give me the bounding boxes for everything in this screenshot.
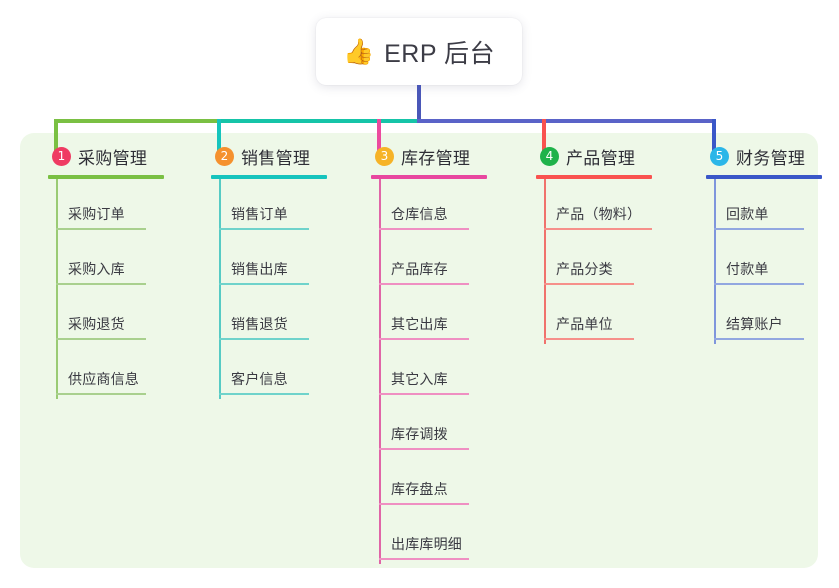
thumbs-up-icon: 👍: [342, 37, 375, 66]
leaf-item-underline: [544, 283, 634, 285]
column-spine-2: [219, 179, 221, 399]
column-badge-icon-4: 4: [540, 146, 559, 166]
leaf-item-underline: [379, 283, 469, 285]
column-spine-1: [56, 179, 58, 399]
connector-stub-column-2: [217, 119, 221, 160]
column-underline-3: [371, 175, 487, 179]
column-badge-icon-5: 5: [710, 146, 729, 166]
leaf-item-underline: [379, 503, 469, 505]
column-underline-5: [706, 175, 822, 179]
column-title-1: 采购管理: [78, 148, 148, 168]
leaf-item-label: 产品单位: [556, 316, 613, 332]
connector-bus-segment-teal: [217, 119, 423, 123]
leaf-item-underline: [544, 338, 634, 340]
leaf-item-underline: [714, 283, 804, 285]
leaf-item-underline: [379, 338, 469, 340]
column-title-4: 产品管理: [566, 148, 636, 168]
column-badge-icon-1: 1: [52, 146, 71, 166]
leaf-item-underline: [56, 393, 146, 395]
leaf-item-underline: [219, 338, 309, 340]
column-spine-4: [544, 179, 546, 344]
leaf-item-underline: [714, 338, 804, 340]
leaf-item-underline: [219, 228, 309, 230]
column-underline-4: [536, 175, 652, 179]
column-4: 4 产品管理产品（物料） 产品分类产品单位: [518, 143, 652, 344]
column-header-3[interactable]: 3 库存管理: [353, 143, 470, 169]
connector-stub-column-4: [542, 119, 546, 160]
leaf-item-label: 其它入库: [391, 371, 448, 387]
column-header-5[interactable]: 5 财务管理: [688, 143, 805, 169]
leaf-item-label: 产品库存: [391, 261, 448, 277]
column-header-1[interactable]: 1 采购管理: [30, 143, 147, 169]
leaf-item-label: 库存调拨: [391, 426, 448, 442]
leaf-item-underline: [544, 228, 652, 230]
column-header-2[interactable]: 2 销售管理: [193, 143, 310, 169]
leaf-item-underline: [379, 393, 469, 395]
leaf-item-label: 销售订单: [231, 206, 288, 222]
connector-bus-segment-indigo: [417, 119, 716, 123]
root-node-erp-backend[interactable]: 👍 ERP 后台: [316, 18, 522, 85]
diagram-panel: [20, 133, 818, 568]
column-header-4[interactable]: 4 产品管理: [518, 143, 635, 169]
leaf-item-underline: [56, 228, 146, 230]
leaf-item-label: 销售退货: [231, 316, 288, 332]
leaf-item-label: 结算账户: [726, 316, 783, 332]
leaf-item-label: 仓库信息: [391, 206, 448, 222]
leaf-item-underline: [219, 393, 309, 395]
column-badge-icon-3: 3: [375, 146, 394, 166]
leaf-item-underline: [56, 283, 146, 285]
leaf-item-label: 其它出库: [391, 316, 448, 332]
connector-root-vertical: [417, 85, 421, 123]
connector-bus-segment-green: [54, 119, 221, 123]
column-title-3: 库存管理: [401, 148, 471, 168]
column-underline-2: [211, 175, 327, 179]
column-badge-icon-2: 2: [215, 146, 234, 166]
column-spine-3: [379, 179, 381, 564]
connector-stub-column-3: [377, 119, 381, 160]
leaf-item-underline: [379, 558, 469, 560]
leaf-item-underline: [379, 448, 469, 450]
column-title-5: 财务管理: [736, 148, 806, 168]
leaf-item-label: 回款单: [726, 206, 769, 222]
leaf-item-label: 产品（物料）: [556, 206, 642, 222]
column-underline-1: [48, 175, 164, 179]
column-3: 3 库存管理仓库信息产品库存其它出库其它入库库存调拨库存盘点出库库明细: [353, 143, 487, 564]
leaf-item-underline: [714, 228, 804, 230]
leaf-item-underline: [379, 228, 469, 230]
column-5: 5 财务管理回款单付款单结算账户: [688, 143, 822, 344]
leaf-item-underline: [219, 283, 309, 285]
connector-stub-column-1: [54, 119, 58, 160]
column-2: 2 销售管理销售订单销售出库销售退货客户信息: [193, 143, 327, 399]
leaf-item-label: 客户信息: [231, 371, 288, 387]
leaf-item-label: 出库库明细: [391, 536, 462, 552]
leaf-item-label: 付款单: [726, 261, 769, 277]
leaf-item-label: 库存盘点: [391, 481, 448, 497]
leaf-item-label: 采购入库: [68, 261, 125, 277]
column-title-2: 销售管理: [241, 148, 311, 168]
leaf-item-label: 销售出库: [231, 261, 288, 277]
leaf-item-label: 采购订单: [68, 206, 125, 222]
leaf-item-label: 产品分类: [556, 261, 613, 277]
column-spine-5: [714, 179, 716, 344]
leaf-item-label: 供应商信息: [68, 371, 139, 387]
leaf-item-label: 采购退货: [68, 316, 125, 332]
column-1: 1 采购管理采购订单采购入库采购退货供应商信息: [30, 143, 164, 399]
root-node-title: ERP 后台: [384, 39, 496, 68]
connector-stub-column-5: [712, 119, 716, 160]
leaf-item-underline: [56, 338, 146, 340]
